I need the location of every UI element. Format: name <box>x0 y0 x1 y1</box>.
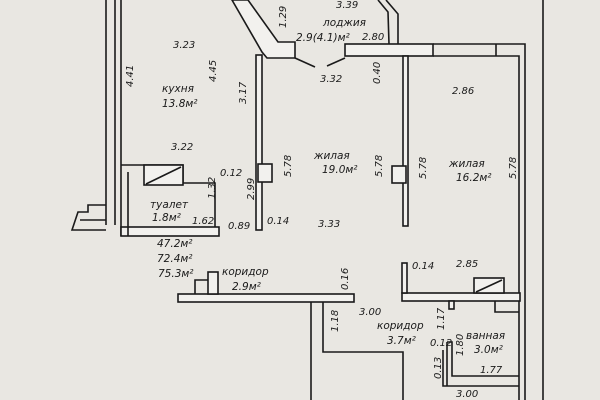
dimension: 5.78 <box>508 157 519 179</box>
kitchen-area: 13.8м² <box>162 98 198 110</box>
walls <box>70 0 544 400</box>
column <box>257 163 273 183</box>
toilet-name: туалет <box>150 199 189 211</box>
living2-area: 16.2м² <box>456 172 492 184</box>
dimension: 0.12 <box>220 168 242 179</box>
living2-name: жилая <box>448 158 485 170</box>
dimension: 1.17 <box>436 307 447 330</box>
dimension: 1.32 <box>207 177 218 199</box>
dimension: 0.14 <box>412 261 434 272</box>
kitchen-name: кухня <box>162 83 194 95</box>
dimension: 3.22 <box>171 142 193 153</box>
room-labels: лоджия 2.9(4.1)м² кухня 13.8м² жилая 19.… <box>150 17 505 356</box>
dimension-labels: 3.39 1.29 2.80 3.32 0.40 3.23 4.45 4.41 … <box>125 0 519 400</box>
dimension: 3.39 <box>336 0 358 11</box>
bathroom-area: 3.0м² <box>474 344 504 356</box>
dimension: 1.62 <box>192 216 214 227</box>
loggia-area: 2.9(4.1)м² <box>296 32 351 44</box>
dimension: 2.85 <box>456 259 478 270</box>
dimension: 1.18 <box>330 310 341 332</box>
dimension: 1.77 <box>480 365 503 376</box>
dimension: 4.45 <box>208 60 219 82</box>
corridor2-area: 3.7м² <box>387 335 417 347</box>
dimension: 3.32 <box>320 74 342 85</box>
dimension: 0.12 <box>430 338 452 349</box>
dimension: 5.78 <box>374 155 385 177</box>
dimension: 3.17 <box>238 81 249 104</box>
dimension: 2.80 <box>362 32 384 43</box>
living1-area: 19.0м² <box>322 164 358 176</box>
dimension: 0.13 <box>433 357 444 379</box>
corridor1-area: 2.9м² <box>232 281 262 293</box>
dimension: 3.00 <box>456 389 478 400</box>
corridor2-name: коридор <box>377 320 424 332</box>
dimension: 2.86 <box>452 86 474 97</box>
dimension: 0.16 <box>340 268 351 290</box>
bathroom-name: ванная <box>466 330 505 342</box>
dimension: 3.33 <box>318 219 340 230</box>
corridor1-name: коридор <box>222 266 269 278</box>
total-area-2: 72.4м² <box>157 253 193 265</box>
loggia-name: лоджия <box>322 17 366 29</box>
dimension: 0.14 <box>267 216 289 227</box>
dimension: 0.89 <box>228 221 250 232</box>
dimension: 5.78 <box>418 157 429 179</box>
total-area-1: 47.2м² <box>157 238 193 250</box>
dimension: 1.80 <box>455 334 466 356</box>
dimension: 2.99 <box>246 178 257 200</box>
dimension: 1.29 <box>278 6 289 28</box>
living1-name: жилая <box>313 150 350 162</box>
column <box>391 165 407 184</box>
dimension: 4.41 <box>125 65 136 87</box>
dimension: 0.40 <box>372 62 383 84</box>
dimension: 5.78 <box>283 155 294 177</box>
total-area-3: 75.3м² <box>158 268 194 280</box>
toilet-area: 1.8м² <box>152 212 182 224</box>
dimension: 3.23 <box>173 40 195 51</box>
dimension: 3.00 <box>359 307 381 318</box>
